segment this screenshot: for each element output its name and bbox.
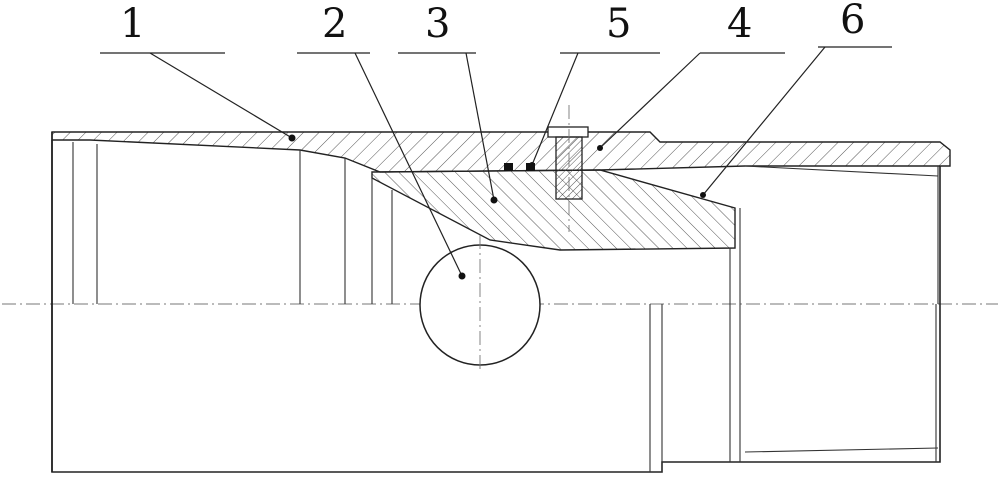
insert-sleeve-section xyxy=(371,169,736,251)
bolt-part xyxy=(547,105,589,232)
label-part-3: 3 xyxy=(425,1,450,47)
label-part-1: 1 xyxy=(120,1,145,47)
leader-lines xyxy=(100,46,892,280)
label-part-2: 2 xyxy=(322,1,347,47)
body-outline xyxy=(51,132,941,473)
label-part-4: 4 xyxy=(727,1,752,47)
label-part-5: 5 xyxy=(606,1,631,47)
label-part-6: 6 xyxy=(840,0,865,43)
outer-body-section xyxy=(51,131,951,173)
seal-ring-left xyxy=(504,163,513,171)
